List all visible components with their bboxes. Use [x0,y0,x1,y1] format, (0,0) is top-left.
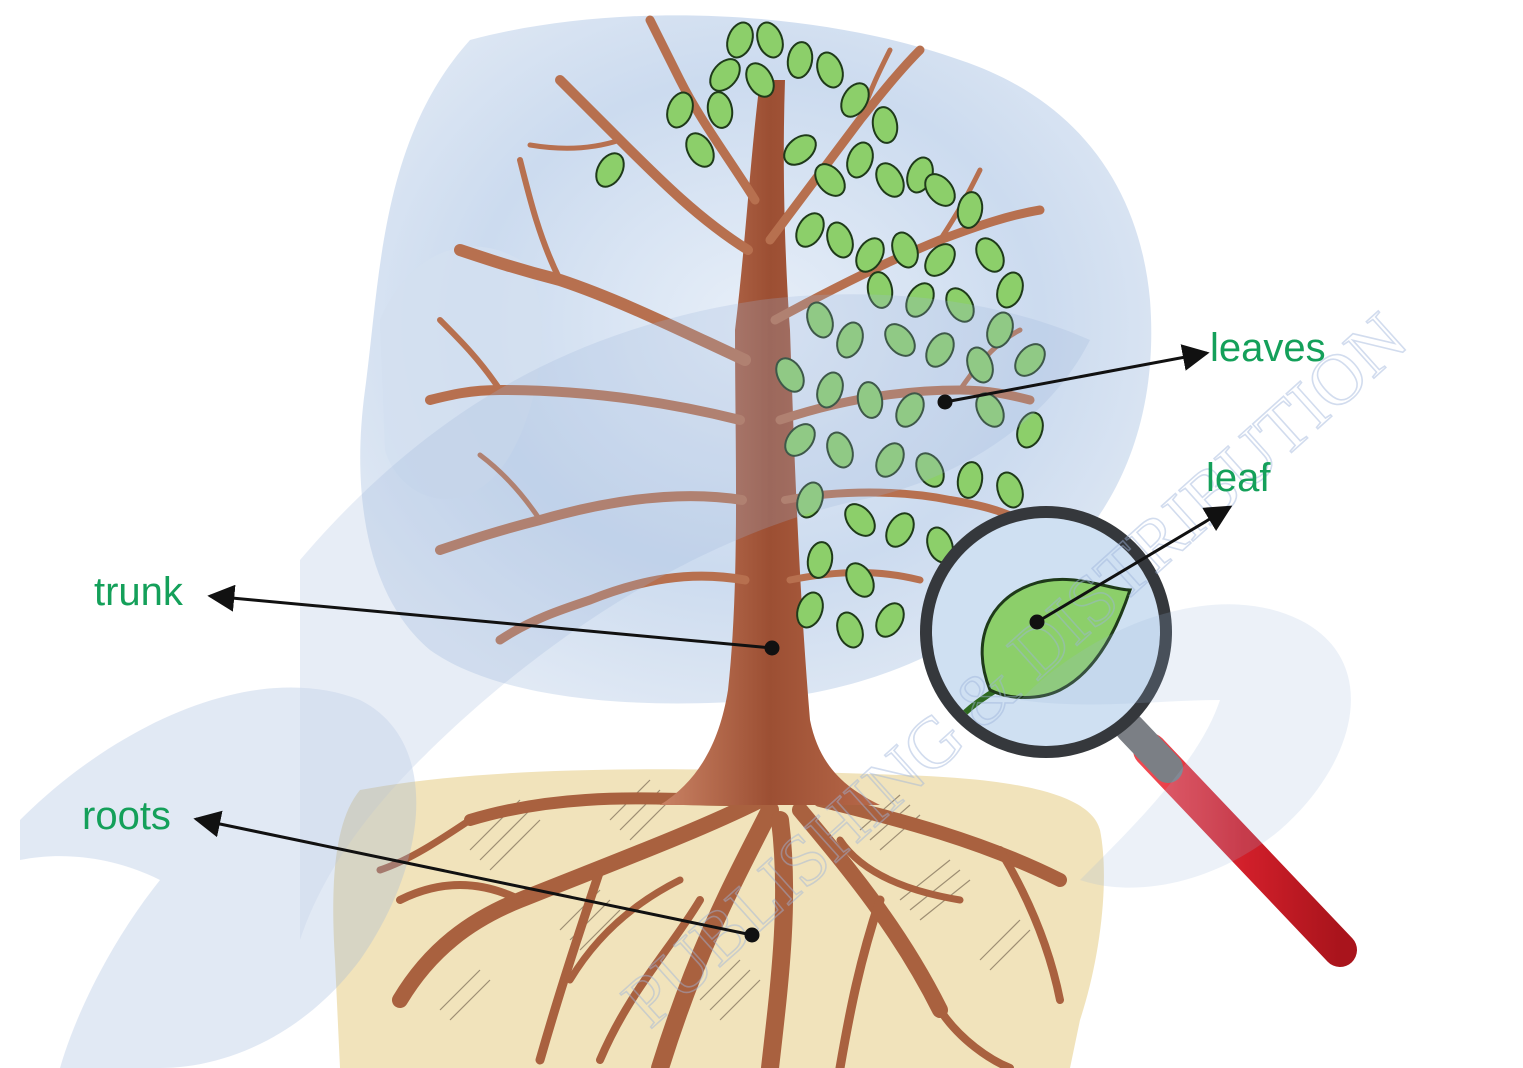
label-leaves: leaves [1210,328,1326,368]
label-roots: roots [82,796,171,836]
label-trunk: trunk [94,572,183,612]
label-leaf: leaf [1206,458,1271,498]
